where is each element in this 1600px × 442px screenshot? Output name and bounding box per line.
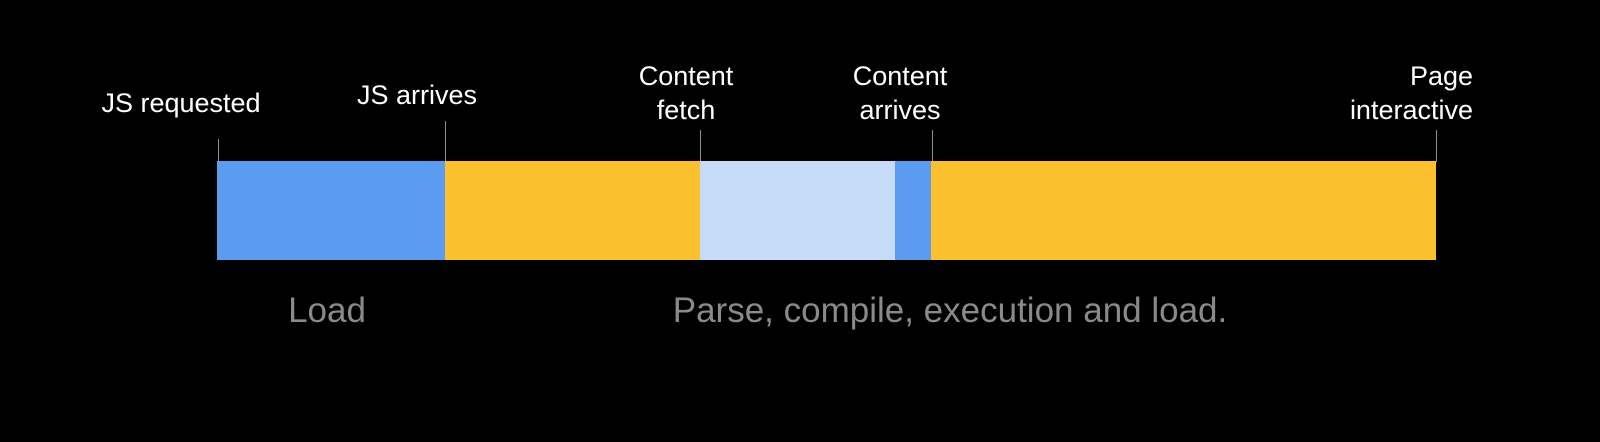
caption-parse: Parse, compile, execution and load. [672,291,1228,330]
marker-label-js-arrives: JS arrives [356,80,478,110]
segment-content-fetch [700,161,895,260]
tick-content-fetch [700,130,701,162]
tick-js-requested [218,139,219,162]
segment-parse-compile-2 [931,161,1436,260]
marker-label-page-interactive: Page interactive [1349,61,1473,125]
marker-label-content-arrives: Content arrives [852,61,948,125]
timeline-bar [217,161,1436,260]
tick-js-arrives [445,121,446,162]
tick-page-interactive [1436,130,1437,162]
tick-content-arrives [932,130,933,162]
segment-load-network [217,161,445,260]
marker-label-content-fetch: Content fetch [638,61,734,125]
marker-label-js-requested: JS requested [101,88,261,118]
segment-parse-compile-1 [445,161,700,260]
segment-content-transfer [895,161,931,260]
caption-load: Load [288,291,366,330]
